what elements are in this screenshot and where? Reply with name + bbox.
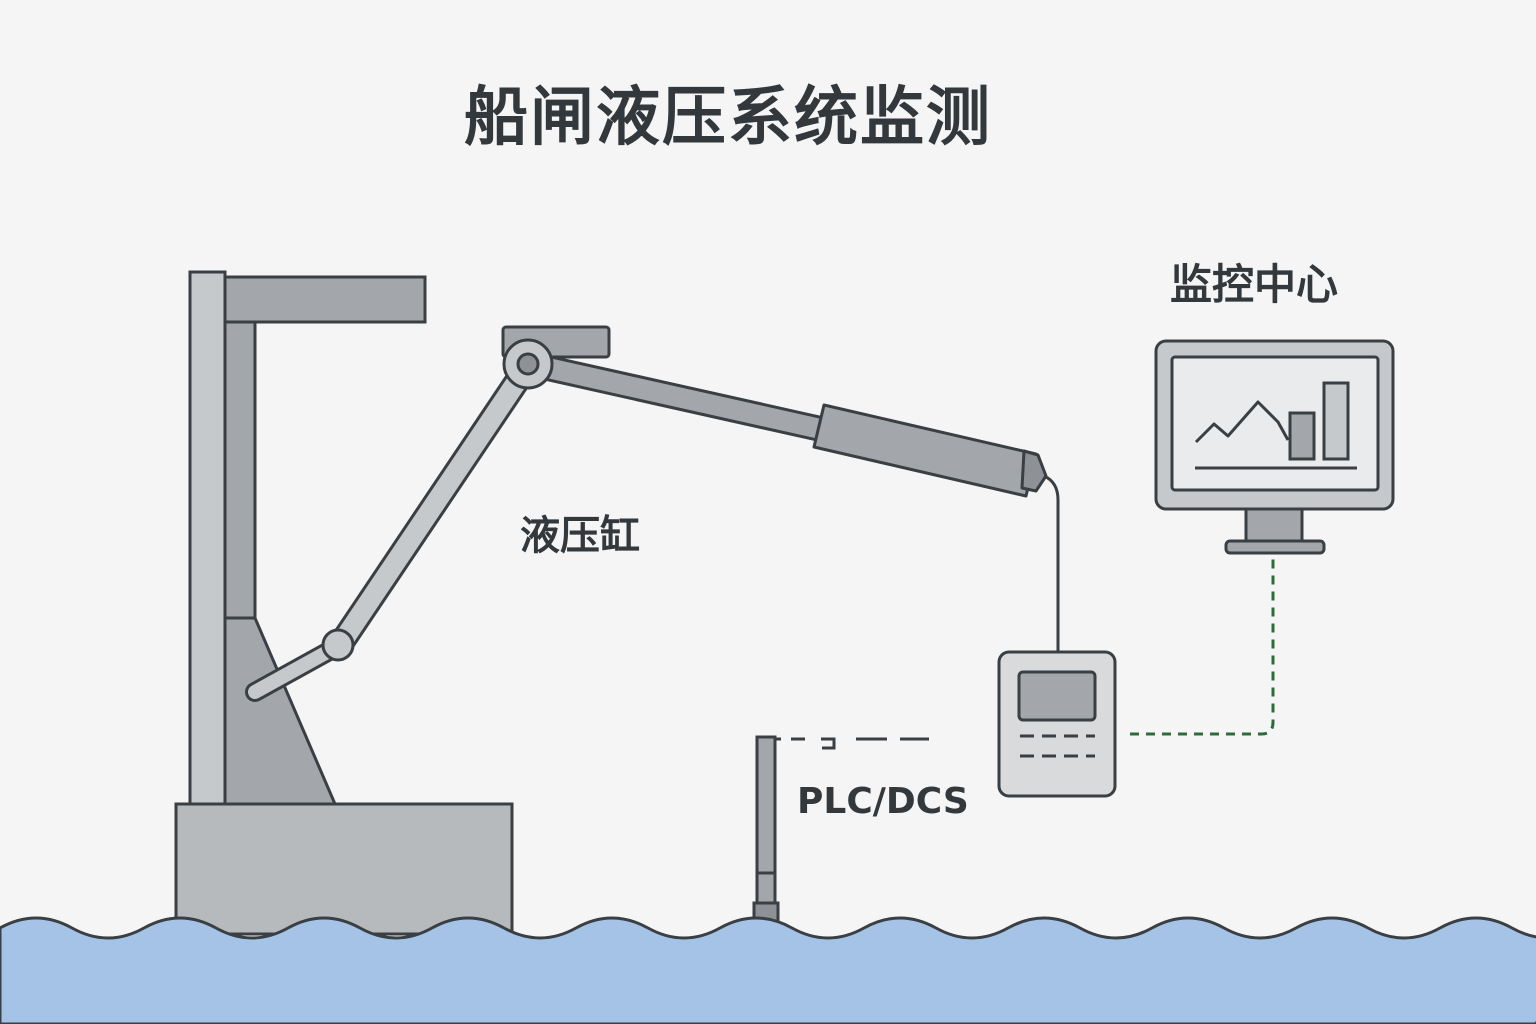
upper-pivot-core: [516, 352, 540, 376]
concrete-base: [174, 802, 514, 936]
data-link-line: [1130, 556, 1275, 736]
screen-bar-1: [1288, 411, 1316, 461]
cylinder-cap: [1020, 449, 1048, 493]
sensor-cable: [1043, 474, 1060, 652]
cylinder-barrel: [812, 403, 1038, 498]
screen-trend-line: [1194, 400, 1290, 444]
gate-inner-column: [223, 320, 257, 620]
probe-link-line: [770, 737, 929, 750]
water-surface: [0, 916, 1536, 1024]
screen-bar-2: [1322, 381, 1350, 461]
monitor-stand-base: [1224, 539, 1326, 555]
monitor-stand-neck: [1244, 506, 1304, 546]
controller-keypad: [1020, 734, 1095, 758]
lower-pivot: [321, 628, 355, 662]
label-monitoring-center: 监控中心: [1170, 260, 1339, 309]
lower-arm: [330, 355, 538, 655]
label-hydraulic-cylinder: 液压缸: [520, 513, 640, 559]
gate-column: [188, 270, 227, 806]
piston-rod: [527, 354, 828, 440]
controller-display: [1017, 670, 1097, 722]
label-plc-dcs: PLC/DCS: [797, 781, 969, 822]
diagram-title: 船闸液压系统监测: [464, 81, 992, 155]
gate-beam: [223, 275, 427, 324]
